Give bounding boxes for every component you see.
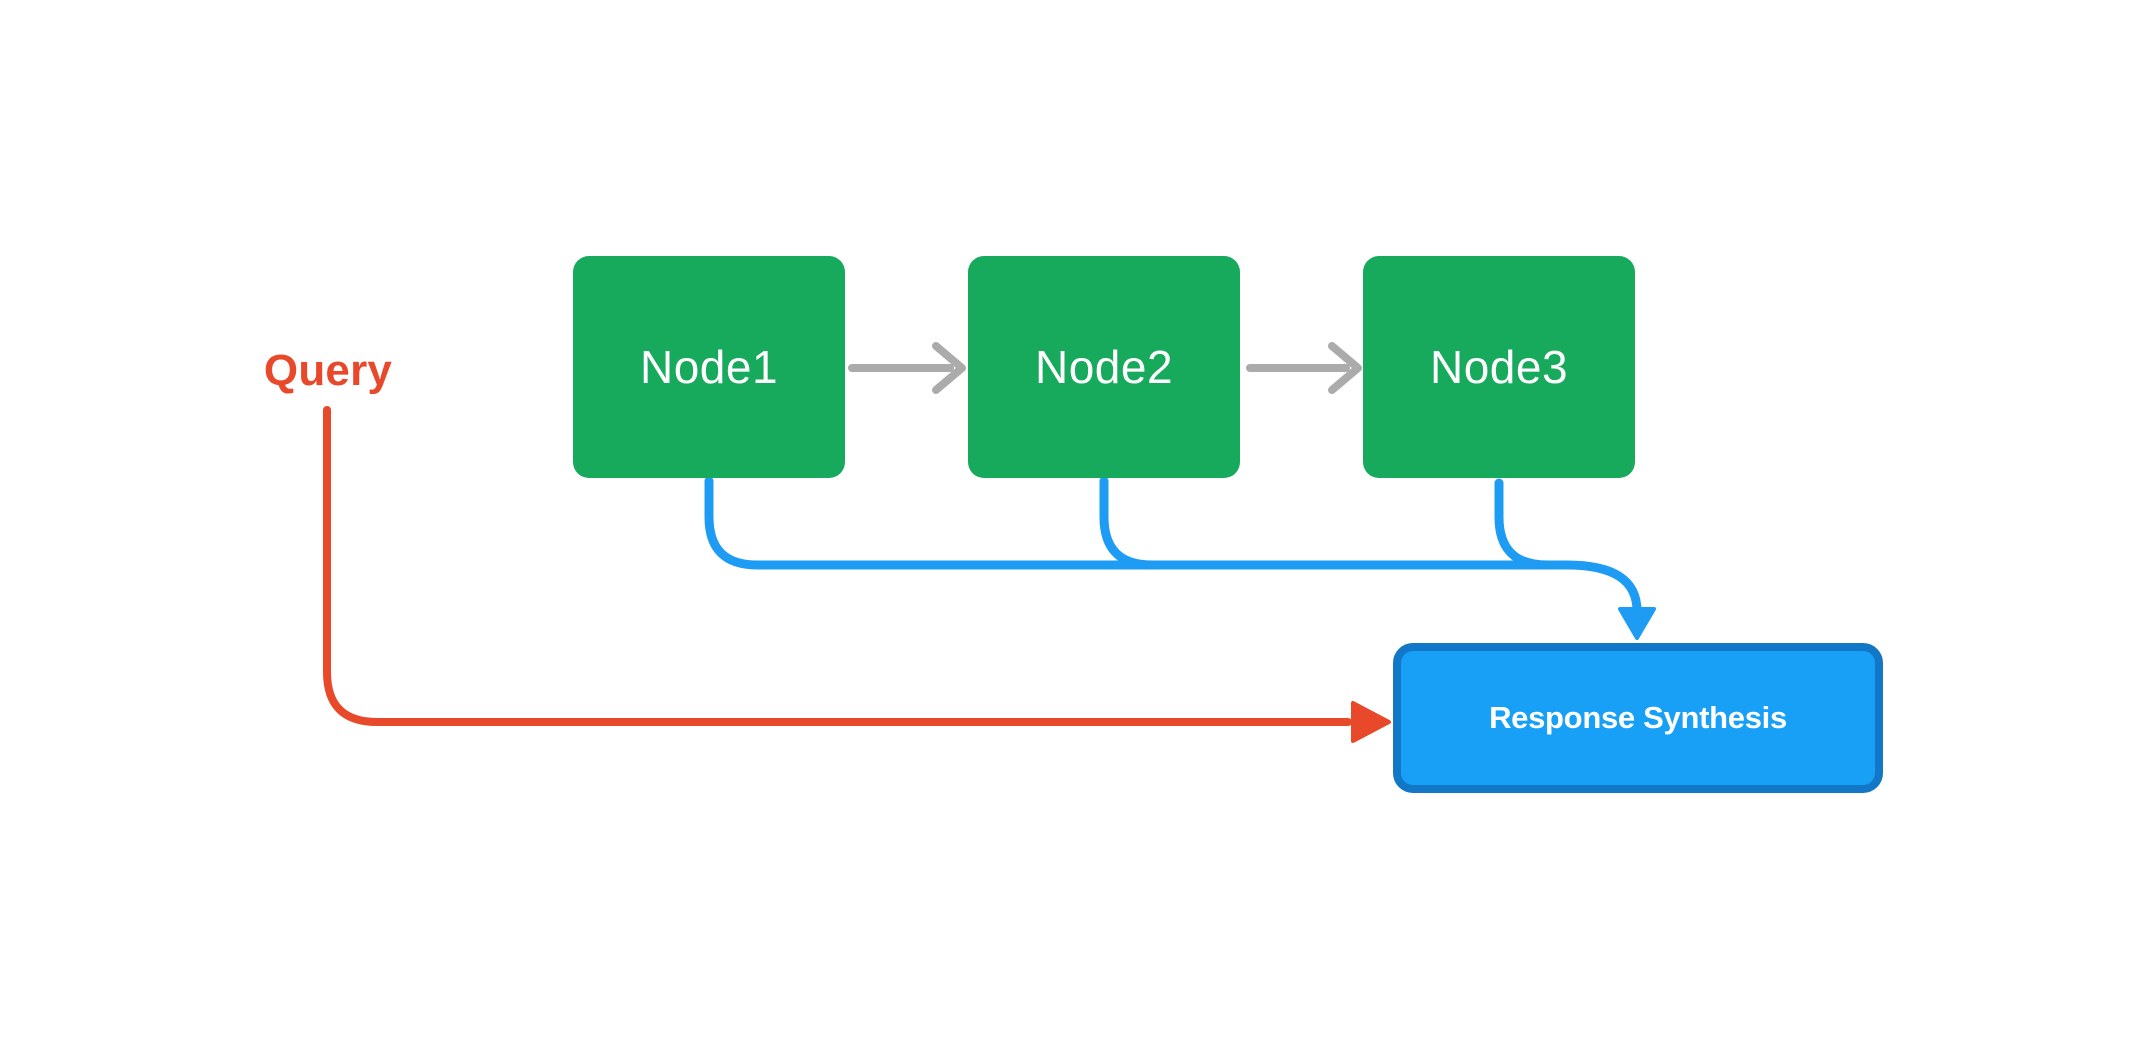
red-arrowhead-icon [1351, 701, 1391, 743]
node-label: Node3 [1429, 341, 1569, 393]
node-label: Node2 [1034, 341, 1174, 393]
arrowhead-chevron-icon [932, 342, 966, 394]
arrow-node2-to-node3 [1246, 342, 1362, 394]
blue-stub-node2 [1099, 476, 1157, 570]
connector-nodes-to-response [704, 476, 1656, 640]
blue-stub-node3 [1494, 478, 1552, 570]
arrowhead-chevron-icon [1328, 342, 1362, 394]
node-label: Node1 [639, 341, 779, 393]
node-box-3: Node3 [1363, 256, 1635, 478]
node-box-1: Node1 [573, 256, 845, 478]
blue-trunk [704, 476, 1642, 616]
arrow-node1-to-node2 [848, 342, 966, 394]
query-label: Query [263, 346, 393, 395]
blue-arrowhead-icon [1618, 607, 1656, 640]
red-elbow [323, 406, 1352, 726]
connector-query-to-response [323, 406, 1391, 743]
response-synthesis-label: Response Synthesis [1489, 700, 1787, 735]
response-synthesis-box: Response Synthesis [1393, 643, 1883, 793]
node-box-2: Node2 [968, 256, 1240, 478]
